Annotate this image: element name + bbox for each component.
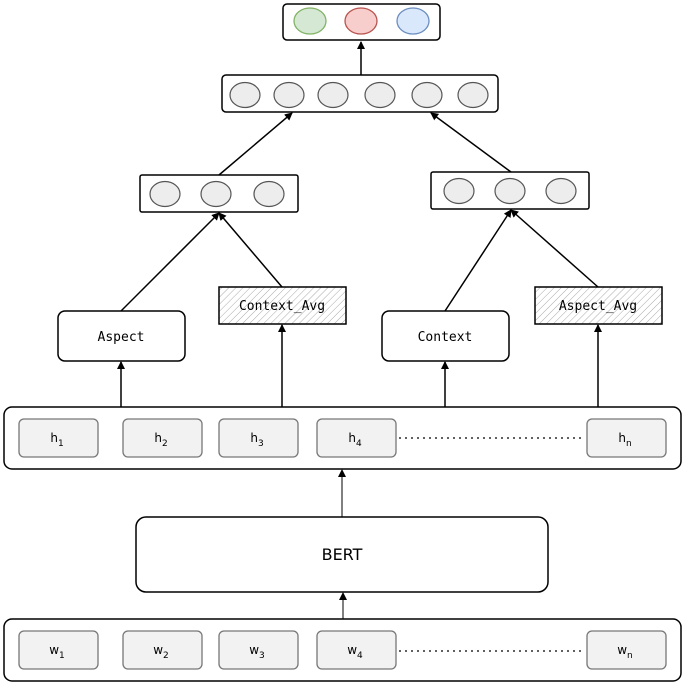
left-pool-neuron-1	[149, 180, 181, 208]
input-token-label-2: w2	[153, 643, 169, 661]
bert-label: BERT	[322, 545, 363, 564]
fusion-neuron-5	[411, 81, 443, 109]
input-token-box-3	[218, 630, 299, 670]
hidden-state-box-4	[316, 418, 397, 458]
hidden-state-box-5	[586, 418, 667, 458]
fusion-neuron-6	[457, 81, 489, 109]
input-token-label-5: wn	[617, 643, 633, 661]
hidden-state-label-2: h2	[154, 431, 167, 449]
aspect-label: Aspect	[98, 330, 145, 345]
left-pooling-layer	[139, 174, 299, 213]
hidden-states-row: h1 h2 h3 h4 hn	[3, 406, 682, 470]
input-token-label-3: w3	[249, 643, 265, 661]
hidden-state-label-4: h4	[348, 431, 362, 449]
arrow-right-pool-to-fusion	[430, 112, 512, 173]
arrow-left-pool-to-fusion	[218, 112, 293, 176]
hidden-state-label-1: h1	[50, 431, 63, 449]
output-neuron-red	[344, 7, 378, 35]
fusion-neuron-4	[364, 81, 396, 109]
output-neuron-blue	[396, 7, 430, 35]
input-token-box-4	[316, 630, 397, 670]
output-neuron-green	[293, 7, 327, 35]
input-token-label-1: w1	[49, 643, 65, 661]
right-pooling-layer	[430, 171, 590, 210]
fusion-layer	[221, 74, 499, 113]
arrow-aspect-to-left-pool	[120, 212, 220, 312]
input-token-box-5	[586, 630, 667, 670]
arrow-aspect-avg-to-right-pool	[510, 209, 599, 288]
context-avg-label: Context_Avg	[239, 299, 325, 314]
aspect-avg-box: Aspect_Avg	[534, 286, 663, 325]
right-pool-neuron-1	[443, 177, 475, 205]
left-pool-neuron-3	[253, 180, 285, 208]
input-token-box-1	[18, 630, 99, 670]
arrow-context-avg-to-left-pool	[218, 212, 283, 288]
right-pool-neuron-3	[545, 177, 577, 205]
input-tokens-row: w1 w2 w3 w4 wn	[3, 618, 682, 682]
right-pool-neuron-2	[494, 177, 526, 205]
bert-encoder: BERT	[135, 516, 549, 593]
hidden-state-box-2	[122, 418, 203, 458]
hidden-state-box-1	[18, 418, 99, 458]
hidden-state-label-3: h3	[250, 431, 263, 449]
context-label: Context	[418, 330, 473, 345]
arrows	[117, 41, 602, 619]
left-pool-neuron-2	[200, 180, 232, 208]
input-token-box-2	[122, 630, 203, 670]
aspect-avg-label: Aspect_Avg	[559, 299, 637, 314]
context-box: Context	[381, 310, 510, 362]
input-token-label-4: w4	[347, 643, 363, 661]
context-avg-box: Context_Avg	[218, 286, 347, 325]
arrow-context-to-right-pool	[444, 209, 512, 312]
fusion-neuron-1	[229, 81, 261, 109]
hidden-state-label-5: hn	[618, 431, 631, 449]
fusion-neuron-2	[273, 81, 305, 109]
aspect-box: Aspect	[57, 310, 186, 362]
fusion-neuron-3	[317, 81, 349, 109]
hidden-state-box-3	[218, 418, 299, 458]
output-layer	[282, 3, 441, 41]
